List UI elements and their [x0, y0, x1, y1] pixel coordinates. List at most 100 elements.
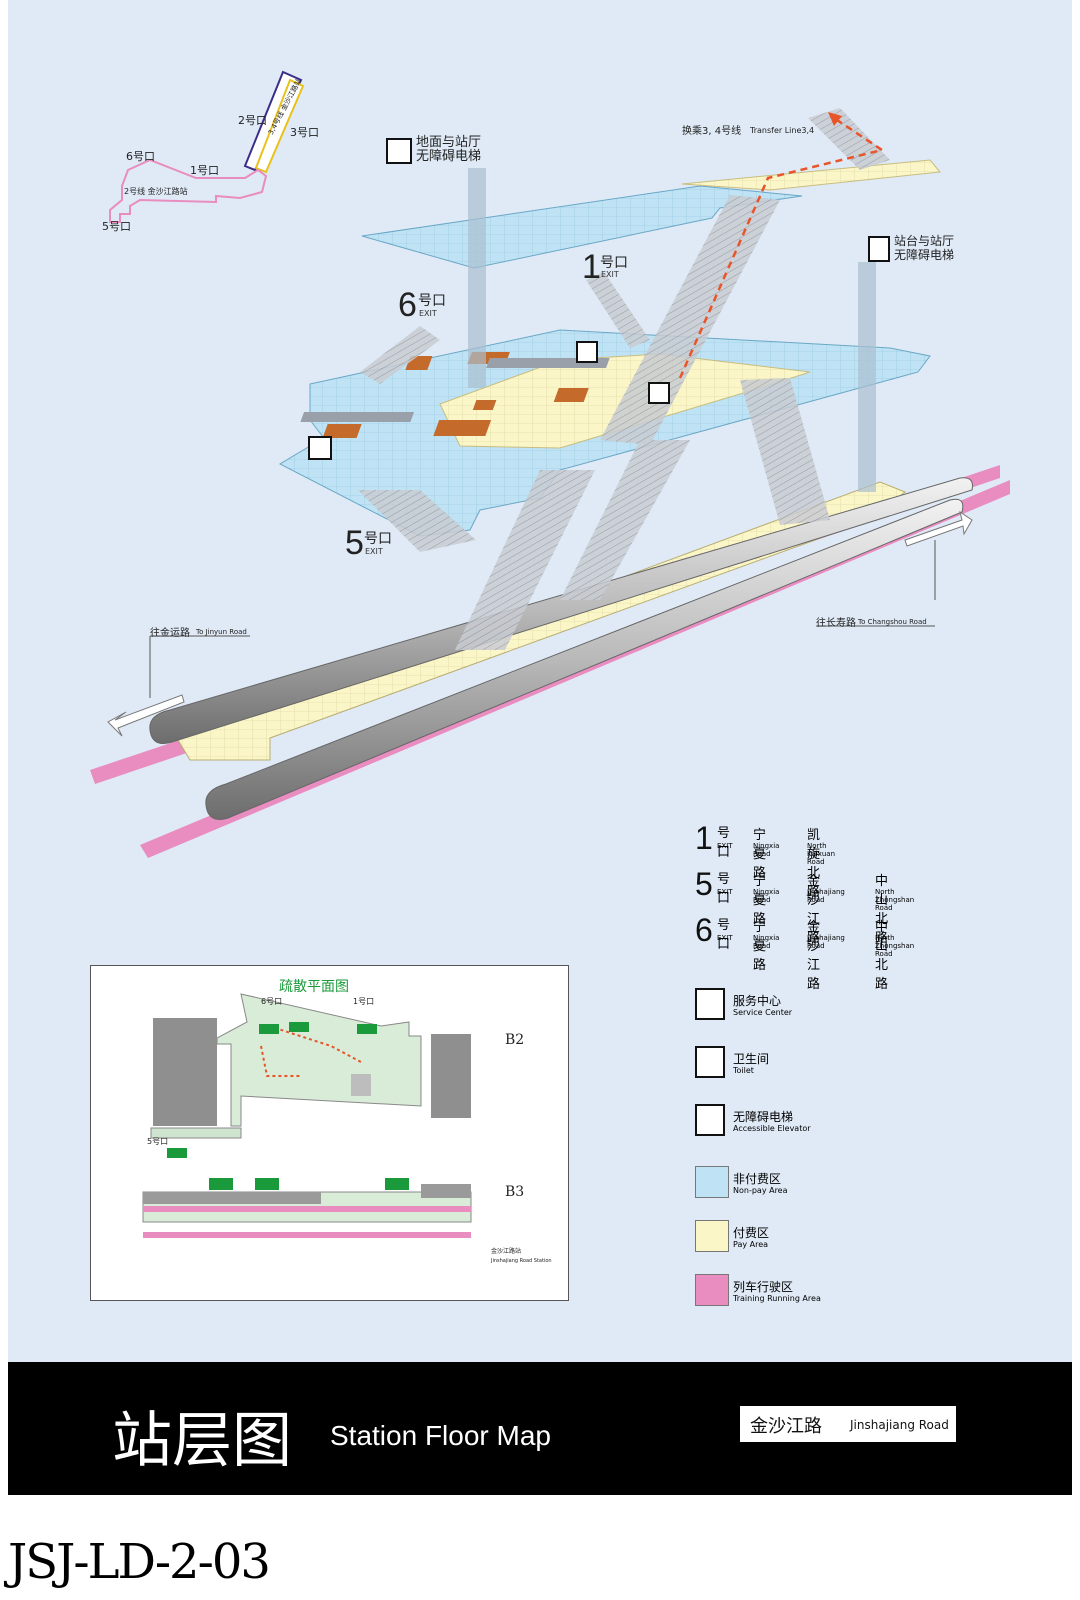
transfer-route-arrow [678, 116, 886, 379]
transfer-label-en: Transfer Line3,4 [750, 126, 815, 135]
evac-exit-1-label: 1号口 [353, 997, 375, 1006]
legend-non-pay-area: 非付费区 Non-pay Area [695, 1166, 845, 1202]
exit-legend-road: 宁夏路 [753, 874, 767, 927]
exit-legend-hao: 号口 [717, 872, 731, 906]
service-center-icon [576, 341, 598, 363]
evac-footer-cn: 金沙江路站 [491, 1248, 522, 1255]
mini-exit-5-label: 5号口 [102, 220, 131, 233]
evac-exit-6-label: 6号口 [261, 997, 283, 1006]
exit-legend-road-en: Ningxia Road [753, 888, 780, 904]
elevator-platform-line1: 站台与站厅 [894, 234, 955, 248]
station-name-box: 金沙江路 Jinshajiang Road [740, 1406, 956, 1442]
toilet-icon [695, 1046, 725, 1078]
elevator-platform-line2: 无障碍电梯 [894, 248, 955, 262]
exit-legend-road: 凯旋北路 [807, 828, 821, 900]
legend-label: 付费区 [733, 1226, 770, 1240]
title-band: 站层图 Station Floor Map 金沙江路 Jinshajiang R… [8, 1362, 1072, 1495]
evac-level-b2: B2 [505, 1032, 525, 1048]
exit-5-hao: 号口 [364, 531, 392, 547]
accessible-elevator-icon [695, 1104, 725, 1136]
exit-legend-en: EXIT [717, 842, 733, 850]
legend-label-en: Accessible Elevator [733, 1124, 811, 1133]
evacuation-plan-inset: 疏散平面图 6号口 1号口 5号口 B2 B3 金沙江路站 Jinshajian… [90, 965, 569, 1301]
isometric-station-drawing [90, 70, 1010, 858]
mini-exit-2-label: 2号口 [238, 114, 267, 127]
service-center-icon [648, 382, 670, 404]
legend-label-en: Toilet [733, 1066, 754, 1075]
mini-location-map [109, 70, 305, 223]
exit-5-number: 5 [345, 524, 364, 562]
transfer-arrowhead [828, 112, 842, 126]
exit-legend-road-en: Jinshajiang Road [807, 934, 845, 950]
exit-legend-num: 5 [695, 866, 713, 902]
station-name-en: Jinshajiang Road [850, 1418, 949, 1432]
exit-1-hao: 号口 [600, 255, 628, 271]
elevator-ground-line2: 无障碍电梯 [416, 149, 482, 164]
title-en: Station Floor Map [330, 1420, 551, 1451]
legend-label-en: Non-pay Area [733, 1186, 788, 1195]
evac-plan-drawing [142, 993, 472, 1238]
exit-legend-road-en: North Zhongshan Road [875, 888, 915, 912]
title-cn: 站层图 [112, 1406, 292, 1476]
exit-legend-road-en: Ningxia Road [753, 842, 780, 858]
exit-legend-num: 1 [695, 820, 713, 856]
direction-arrow-left [107, 636, 185, 737]
track-swatch [695, 1274, 729, 1306]
exit-legend-road: 宁夏路 [753, 828, 767, 881]
mini-line2-label: 2号线 金沙江路站 [124, 187, 188, 196]
pay-swatch [695, 1220, 729, 1252]
legend-track-area: 列车行驶区 Training Running Area [695, 1274, 845, 1310]
exit-legend-road: 中山北路 [875, 920, 889, 992]
legend-toilet: 卫生间 Toilet [695, 1046, 845, 1082]
station-name-cn: 金沙江路 [750, 1416, 822, 1437]
legend-label-en: Service Center [733, 1008, 793, 1017]
legend-service-center: 服务中心 Service Center [695, 988, 845, 1024]
upper-level-slab [361, 159, 941, 269]
exit-legend-road-en: Jinshajiang Road [807, 888, 845, 904]
accessible-elevator-icon [386, 138, 412, 164]
exit-legend-road: 金沙江路 [807, 874, 821, 946]
elevator-ground-label: 地面与站厅 无障碍电梯 [416, 136, 481, 164]
legend-label: 列车行驶区 [733, 1280, 794, 1294]
legend-label-en: Training Running Area [733, 1294, 821, 1303]
exit-legend-road: 宁夏路 [753, 920, 767, 973]
legend-label: 卫生间 [733, 1052, 770, 1066]
to-changshou-road-cn: 往长寿路 [816, 618, 856, 629]
exit-legend-road-en: Ningxia Road [753, 934, 780, 950]
to-jinyun-road-en: To Jinyun Road [196, 628, 247, 636]
exit-legend-road: 金沙江路 [807, 920, 821, 992]
document-code: JSJ-LD-2-03 [8, 1534, 271, 1590]
legend-pay-area: 付费区 Pay Area [695, 1220, 845, 1256]
service-center-icon [695, 988, 725, 1020]
evac-title: 疏散平面图 [279, 979, 349, 995]
train-lower [205, 498, 964, 820]
exit-legend-road-en: North Kaixuan Road [807, 842, 836, 866]
elevator-shaft-ground [468, 168, 486, 388]
non-pay-swatch [695, 1166, 729, 1198]
evac-footer-en: Jinshajiang Road Station [491, 1258, 552, 1264]
escalators [358, 108, 890, 650]
mini-exit-6-label: 6号口 [126, 150, 155, 163]
legend-accessible-elevator: 无障碍电梯 Accessible Elevator [695, 1104, 845, 1140]
elevator-ground-line1: 地面与站厅 [416, 135, 482, 150]
exit-legend-num: 6 [695, 912, 713, 948]
exit-6-number: 6 [398, 286, 417, 324]
legend-label: 非付费区 [733, 1172, 782, 1186]
exit-legend-hao: 号口 [717, 826, 731, 860]
exit-legend-hao: 号口 [717, 918, 731, 952]
exit-6-hao: 号口 [418, 293, 446, 309]
legend-label: 无障碍电梯 [733, 1110, 794, 1124]
evac-level-b3: B3 [505, 1184, 525, 1200]
exit-6-en: EXIT [419, 309, 437, 318]
to-changshou-road-en: To Changshou Road [858, 618, 927, 626]
transfer-label-cn: 换乘3, 4号线 [682, 126, 742, 137]
mini-exit-3-label: 3号口 [290, 126, 319, 139]
evac-exit-5-label: 5号口 [147, 1137, 169, 1146]
exit-legend-road: 中山北路 [875, 874, 889, 946]
exit-1-en: EXIT [601, 270, 619, 279]
elevator-shaft-platform [858, 262, 876, 492]
direction-arrow-right [904, 510, 973, 600]
legend-label-en: Pay Area [733, 1240, 769, 1249]
exit-5-en: EXIT [365, 547, 383, 556]
exit-legend-en: EXIT [717, 888, 733, 896]
